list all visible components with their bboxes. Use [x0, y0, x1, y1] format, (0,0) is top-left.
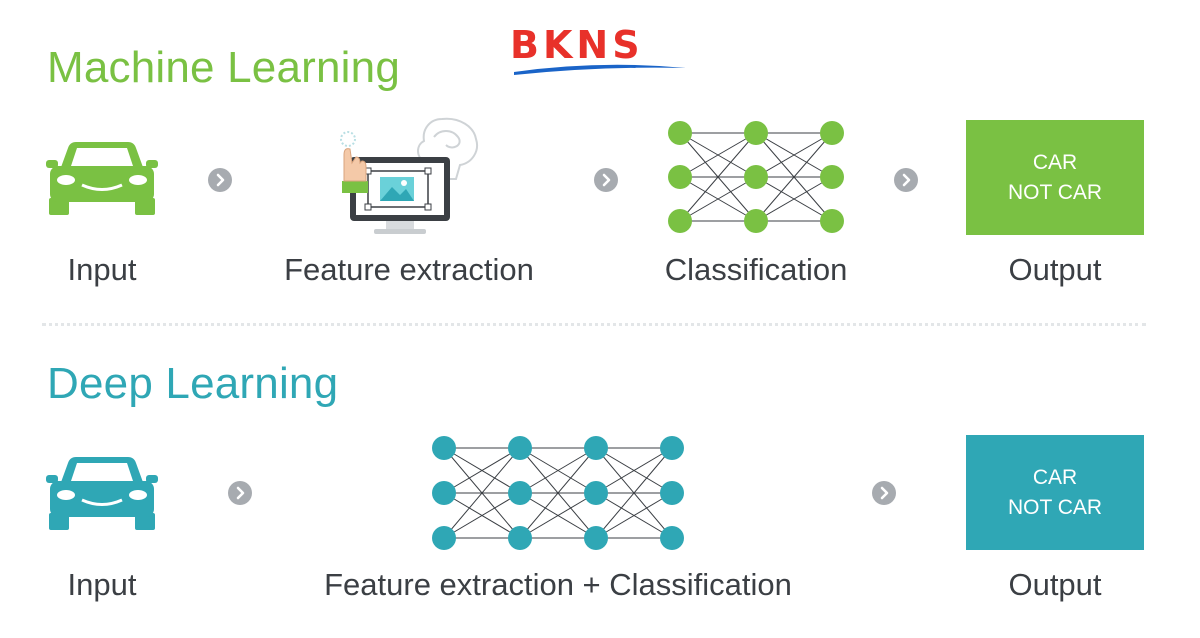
dl-step-label-input: Input: [67, 567, 137, 602]
chevron-right-circle-icon: [894, 168, 918, 192]
chevron-right-circle-icon: [872, 481, 896, 505]
car-icon: [46, 142, 158, 215]
logo-swoosh: [514, 64, 686, 75]
chevron-right-circle-icon: [208, 168, 232, 192]
ml-step-label-input: Input: [67, 252, 137, 287]
neural-network-icon: [432, 436, 684, 550]
ml-output-box: CAR NOT CAR: [966, 120, 1144, 235]
feature-extraction-icon: [340, 117, 478, 234]
deep-learning-title: Deep Learning: [47, 359, 339, 408]
machine-learning-title: Machine Learning: [47, 43, 400, 92]
ml-step-label-output: Output: [1008, 252, 1102, 287]
section-divider: [42, 323, 1146, 326]
chevron-right-circle-icon: [228, 481, 252, 505]
car-icon: [46, 457, 158, 530]
output-line-car: CAR: [1032, 465, 1078, 489]
dl-output-box: CAR NOT CAR: [966, 435, 1144, 550]
bkns-logo: BKNS: [510, 26, 690, 76]
chevron-right-circle-icon: [594, 168, 618, 192]
output-line-not-car: NOT CAR: [1007, 495, 1103, 519]
output-line-car: CAR: [1032, 150, 1078, 174]
output-line-not-car: NOT CAR: [1007, 180, 1103, 204]
ml-step-label-feature-extraction: Feature extraction: [284, 252, 534, 287]
dl-step-label-feature-extraction-classification: Feature extraction + Classification: [324, 567, 792, 602]
logo-text: BKNS: [510, 23, 644, 67]
neural-network-icon: [668, 121, 844, 233]
ml-step-label-classification: Classification: [664, 252, 848, 287]
dl-step-label-output: Output: [1008, 567, 1102, 602]
